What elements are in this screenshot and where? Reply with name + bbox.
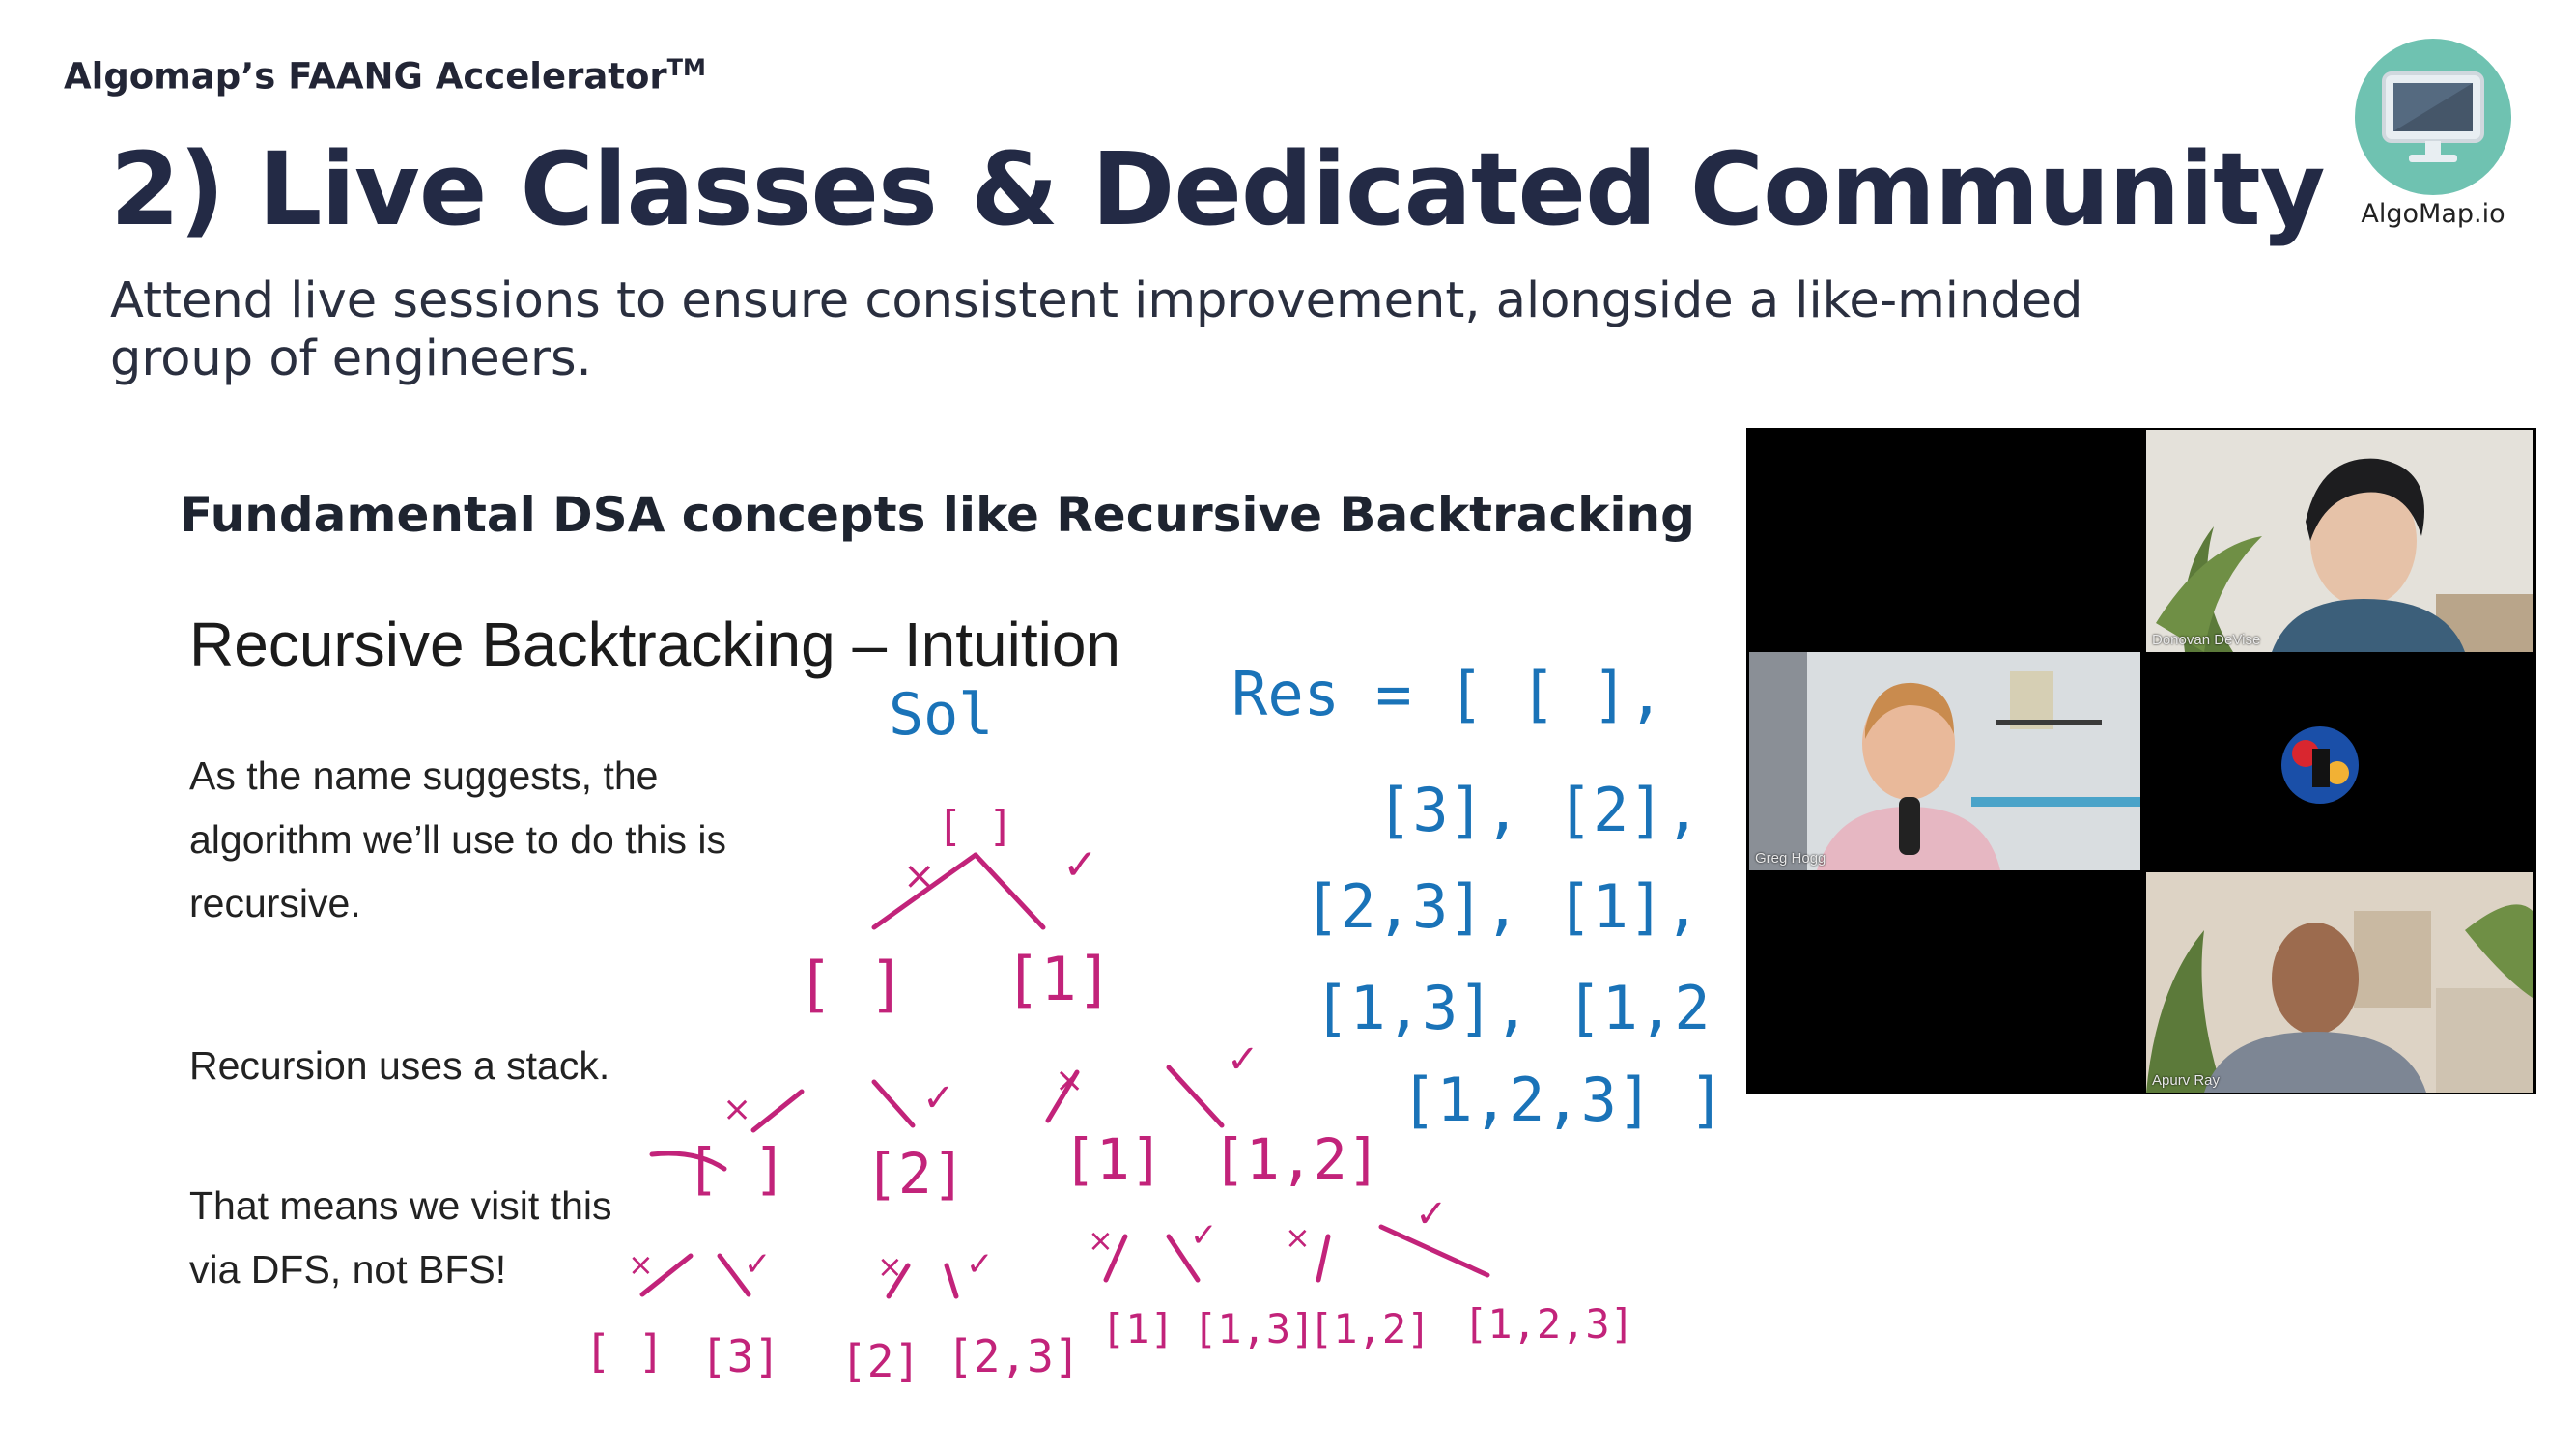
tree-l3-c: [2] [840, 1335, 920, 1387]
tree-l3-d: [2,3] [947, 1330, 1080, 1382]
participant-video [1749, 652, 2140, 870]
participant-name: Greg Hogg [1755, 850, 1826, 867]
x-mark: × [903, 854, 936, 898]
video-call-grid: Donovan DeVise Greg Hogg [1746, 428, 2536, 1094]
x-mark: × [722, 1090, 751, 1129]
participant-tile-greg[interactable]: Greg Hogg [1749, 652, 2140, 870]
avatar [2281, 726, 2359, 804]
participant-tile-apurv[interactable]: Apurv Ray [2146, 872, 2533, 1093]
tree-l2-b: [2] [864, 1141, 966, 1207]
trademark: TM [666, 54, 706, 81]
handwritten-tree: Sol Res = [ [ ], [3], [2], [2,3], [1], [… [584, 659, 1719, 1387]
tree-l3-b: [3] [700, 1330, 780, 1382]
participant-name: Donovan DeVise [2152, 632, 2261, 648]
lecture-slide: Recursive Backtracking – Intuition As th… [174, 609, 1719, 1401]
tree-l1-a: [ ] [797, 949, 905, 1019]
tree-l2-a: [ ] [686, 1136, 787, 1202]
check-mark: ✓ [966, 1245, 994, 1284]
tree-l3-h: [1,2,3] [1463, 1300, 1634, 1348]
tree-l3-a: [ ] [584, 1325, 665, 1378]
slide-text-dfs: That means we visit this via DFS, not BF… [189, 1183, 612, 1292]
slide-text-intro: As the name suggests, the algorithm we’l… [189, 753, 727, 925]
participant-name: Apurv Ray [2152, 1072, 2221, 1089]
res-line-3: [2,3], [1], [1304, 871, 1701, 942]
check-mark: ✓ [744, 1245, 772, 1284]
tree-l3-e: [1] [1101, 1305, 1175, 1352]
tree-l3-f: [1,3] [1193, 1305, 1315, 1352]
x-mark: × [628, 1246, 654, 1283]
check-mark: ✓ [1227, 1037, 1260, 1082]
res-line-5: [1,2,3] ] [1401, 1065, 1719, 1135]
sol-label: Sol [889, 681, 993, 749]
res-line-2: [3], [2], [1376, 775, 1701, 845]
res-line-1: Res = [ [ ], [1231, 659, 1664, 729]
brand-title: Algomap’s FAANG AcceleratorTM [64, 54, 706, 97]
tree-l1-b: [1] [1005, 944, 1113, 1014]
participant-tile-donovan[interactable]: Donovan DeVise [2146, 430, 2533, 652]
monitor-icon [2382, 71, 2484, 162]
tree-l2-c: [1] [1062, 1126, 1164, 1192]
res-line-4: [1,3], [1,2], [1314, 973, 1719, 1043]
check-mark: ✓ [1062, 840, 1098, 890]
check-mark: ✓ [1190, 1216, 1218, 1255]
algomap-logo[interactable]: AlgoMap.io [2341, 39, 2525, 229]
brand-name: Algomap’s FAANG Accelerator [64, 55, 667, 98]
x-mark: × [1088, 1222, 1114, 1259]
slide-title: Recursive Backtracking – Intuition [189, 610, 1120, 679]
x-mark: × [1285, 1219, 1311, 1256]
tree-l3-g: [1,2] [1309, 1305, 1430, 1352]
page-title: 2) Live Classes & Dedicated Community [110, 130, 2325, 248]
logo-circle [2355, 39, 2511, 195]
participant-video [2146, 872, 2533, 1093]
tree-l2-d: [1,2] [1212, 1126, 1381, 1192]
logo-caption: AlgoMap.io [2361, 199, 2505, 229]
tree-root: [ ] [937, 802, 1013, 851]
participant-video [2146, 430, 2533, 652]
x-mark: × [1055, 1061, 1084, 1100]
page-subtitle: Attend live sessions to ensure consisten… [110, 272, 2083, 387]
check-mark: ✓ [1415, 1192, 1448, 1236]
slide-text-stack: Recursion uses a stack. [189, 1043, 610, 1088]
section-heading: Fundamental DSA concepts like Recursive … [180, 487, 1695, 543]
x-mark: × [877, 1248, 903, 1285]
check-mark: ✓ [922, 1076, 955, 1121]
participant-tile-avatar[interactable] [2146, 652, 2533, 870]
